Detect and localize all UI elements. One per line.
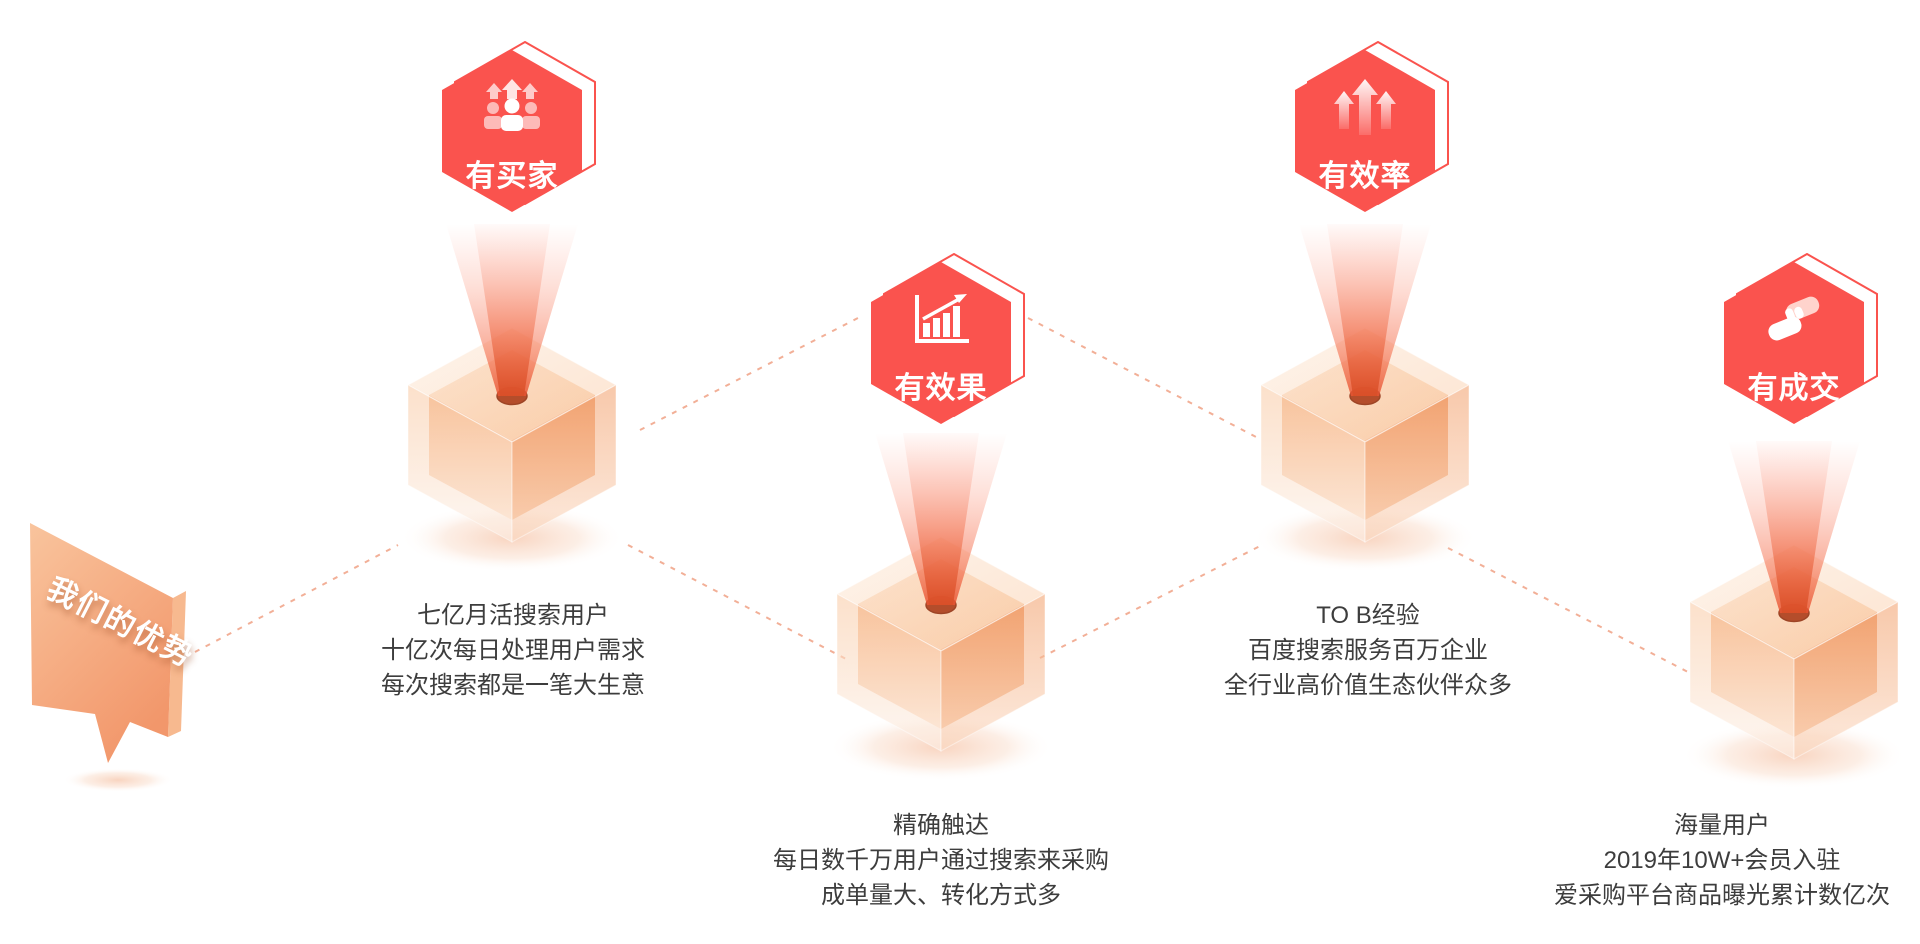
text-line: 每次搜索都是一笔大生意 <box>381 672 645 699</box>
arrows-up-icon <box>1334 79 1396 135</box>
hexagon-shape <box>1724 253 1878 424</box>
dashed-connectors <box>194 317 1689 673</box>
handshake-icon <box>1768 296 1820 341</box>
text-line: 2019年10W+会员入驻 <box>1603 847 1841 874</box>
badge-label: 有效率 <box>1318 160 1412 193</box>
text-line: 爱采购平台商品曝光累计数亿次 <box>1554 882 1890 909</box>
badge-deals: 有成交 <box>1709 253 1879 433</box>
column-text-results: 精确触达 每日数千万用户通过搜索来采购 成单量大、转化方式多 <box>773 808 1109 913</box>
text-line: 海量用户 <box>1674 812 1770 839</box>
badge-label: 有成交 <box>1747 372 1841 405</box>
text-line: 全行业高价值生态伙伴众多 <box>1224 672 1512 699</box>
text-line: 精确触达 <box>893 812 989 839</box>
column-text-deals: 海量用户 2019年10W+会员入驻 爱采购平台商品曝光累计数亿次 <box>1554 808 1890 913</box>
text-line: 七亿月活搜索用户 <box>417 602 609 629</box>
text-line: 百度搜索服务百万企业 <box>1248 637 1488 664</box>
badge-results: 有效果 <box>856 253 1026 433</box>
intro-bubble <box>30 523 186 792</box>
badge-label: 有买家 <box>465 160 559 193</box>
text-line: 十亿次每日处理用户需求 <box>381 637 645 664</box>
column-text-efficiency: TO B经验 百度搜索服务百万企业 全行业高价值生态伙伴众多 <box>1224 598 1512 703</box>
badge-label: 有效果 <box>894 372 988 405</box>
text-line: TO B经验 <box>1316 602 1420 629</box>
chart-arrow-icon <box>915 294 969 343</box>
text-line: 每日数千万用户通过搜索来采购 <box>773 847 1109 874</box>
column-text-buyers: 七亿月活搜索用户 十亿次每日处理用户需求 每次搜索都是一笔大生意 <box>381 598 645 703</box>
badge-efficiency: 有效率 <box>1280 41 1450 221</box>
buyers-icon <box>484 79 540 131</box>
badge-buyers: 有买家 <box>427 41 597 221</box>
text-line: 成单量大、转化方式多 <box>821 882 1061 909</box>
